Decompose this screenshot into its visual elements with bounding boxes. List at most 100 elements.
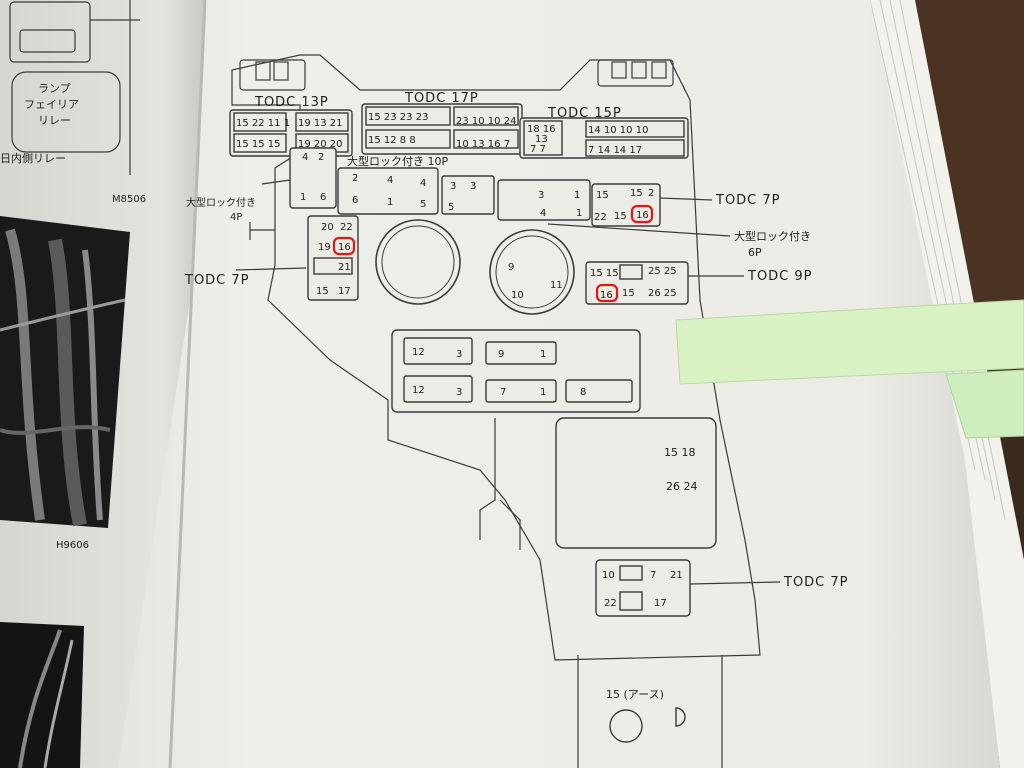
pin-10p-g: 1 <box>387 197 393 208</box>
label-todc-9p: TODC 9P <box>747 269 813 284</box>
left-page-photo <box>0 216 130 528</box>
connector-13p <box>229 109 353 157</box>
leader-7p-left <box>235 267 307 271</box>
fuse-pin-g: 7 <box>500 387 506 398</box>
pins-9p-c: 16 <box>600 290 613 301</box>
pins-15p-row3: 7 14 14 17 <box>588 145 642 156</box>
pin-meter-c: 10 <box>511 290 524 301</box>
fuse-pin-a: 12 <box>412 347 425 358</box>
pins-9p-b: 25 25 <box>648 266 677 277</box>
label-todc-7p-bottom: TODC 7P <box>783 575 849 590</box>
relay-side-label: 日内側リレー <box>0 151 66 165</box>
pin-4p-b: 2 <box>318 152 324 163</box>
leader-6p <box>547 223 731 237</box>
connector-6p <box>497 179 591 221</box>
pin-10p-a: 2 <box>352 173 358 184</box>
relay-label-line2: フェイリア <box>24 98 79 111</box>
pin-7pl-a: 20 <box>321 222 334 233</box>
connector-9p <box>585 261 689 305</box>
pin-10p-b: 4 <box>387 175 393 186</box>
pins-15p-row1b: 13 <box>535 134 548 145</box>
pin-10p-f: 6 <box>352 195 358 206</box>
pin-7pr-f: 16 <box>636 210 649 221</box>
highlight-9p <box>595 283 619 303</box>
pin-7pl-e: 21 <box>338 262 351 273</box>
meter-socket-left <box>375 219 461 305</box>
ground-terminal-icon <box>609 709 643 743</box>
pins-17p-row1: 15 23 23 23 <box>368 112 428 123</box>
connector-10p <box>337 167 495 215</box>
fuse-pin-f: 3 <box>456 387 462 398</box>
sticky-note-green-upper <box>675 299 1024 385</box>
pin-10p-i: 5 <box>448 202 454 213</box>
connector-4p <box>289 147 337 209</box>
pin-7pl-f: 15 <box>316 286 329 297</box>
pin-7pb-c: 21 <box>670 570 683 581</box>
label-lock-10p: 大型ロック付き 10P <box>347 154 448 168</box>
leader-4p <box>261 179 291 185</box>
pin-7pr-c: 2 <box>648 188 654 199</box>
pin-4p-d: 6 <box>320 192 326 203</box>
pins-15p-row1a: 18 16 <box>527 124 556 135</box>
relay-pins-row1: 15 18 <box>664 446 696 459</box>
fuse-block <box>391 329 641 413</box>
top-left-bracket <box>239 59 306 91</box>
relay-block <box>555 417 717 549</box>
pin-7pb-d: 22 <box>604 598 617 609</box>
left-page-relay-drawing <box>9 0 140 175</box>
pin-10p-c: 4 <box>420 178 426 189</box>
pins-17p-row3: 23 10 10 24 <box>456 116 516 127</box>
pins-17p-row2: 15 12 8 8 <box>368 135 416 146</box>
fuse-pin-c: 9 <box>498 349 504 360</box>
pins-15p-row2: 14 10 10 10 <box>588 125 648 136</box>
label-lock-4p-line2: 4P <box>230 212 242 223</box>
pin-6p-b: 1 <box>574 190 580 201</box>
fuse-pin-b: 3 <box>456 349 462 360</box>
pin-6p-c: 4 <box>540 208 546 219</box>
figure-code-h9606: H9606 <box>56 540 89 551</box>
pin-7pl-d: 16 <box>338 242 351 253</box>
pin-7pr-e: 15 <box>614 211 627 222</box>
connector-15p <box>519 117 689 159</box>
pins-13p-row2: 15 15 15 <box>236 139 281 150</box>
fuse-pin-e: 12 <box>412 385 425 396</box>
pin-7pr-d: 22 <box>594 212 607 223</box>
label-todc-7p-right: TODC 7P <box>715 193 781 208</box>
highlight-7p-right <box>630 204 654 224</box>
connector-7p-bottom <box>595 559 691 617</box>
pins-17p-row4: 10 13 16 7 <box>456 139 510 150</box>
page-edges <box>860 0 1024 768</box>
pin-10p-e: 3 <box>470 181 476 192</box>
pin-7pr-b: 15 <box>630 188 643 199</box>
pin-7pl-c: 19 <box>318 242 331 253</box>
leader-7p-bottom <box>689 581 781 585</box>
relay-pins-row2: 26 24 <box>666 480 698 493</box>
label-lock-6p-line2: 6P <box>748 246 762 259</box>
relay-label-line3: リレー <box>38 114 71 127</box>
pin-meter-a: 9 <box>508 262 514 273</box>
meter-socket-right <box>489 229 575 315</box>
fuse-box-outline <box>231 54 761 768</box>
ground-lug-icon <box>675 707 686 727</box>
label-lock-4p-line1: 大型ロック付き <box>186 196 256 209</box>
label-ground: 15 (アース) <box>606 688 664 701</box>
left-page-photo-bottom <box>0 622 84 768</box>
pins-9p-d: 15 <box>622 288 635 299</box>
fuse-pin-d: 1 <box>540 349 546 360</box>
book-gutter <box>168 0 207 768</box>
top-right-bracket <box>597 59 674 87</box>
connector-7p-right <box>591 183 661 227</box>
pin-6p-a: 3 <box>538 190 544 201</box>
pins-9p-e: 26 25 <box>648 288 677 299</box>
label-todc-7p-left: TODC 7P <box>184 273 250 288</box>
fuse-pin-i: 8 <box>580 387 586 398</box>
pin-7pl-b: 22 <box>340 222 353 233</box>
fuse-pin-h: 1 <box>540 387 546 398</box>
pins-13p-row3: 19 13 21 <box>298 118 343 129</box>
pin-7pb-e: 17 <box>654 598 667 609</box>
pins-13p-row4: 19 20 20 <box>298 139 343 150</box>
pin-4p-c: 1 <box>300 192 306 203</box>
highlight-7p-left <box>332 236 356 256</box>
pin-7pb-a: 10 <box>602 570 615 581</box>
